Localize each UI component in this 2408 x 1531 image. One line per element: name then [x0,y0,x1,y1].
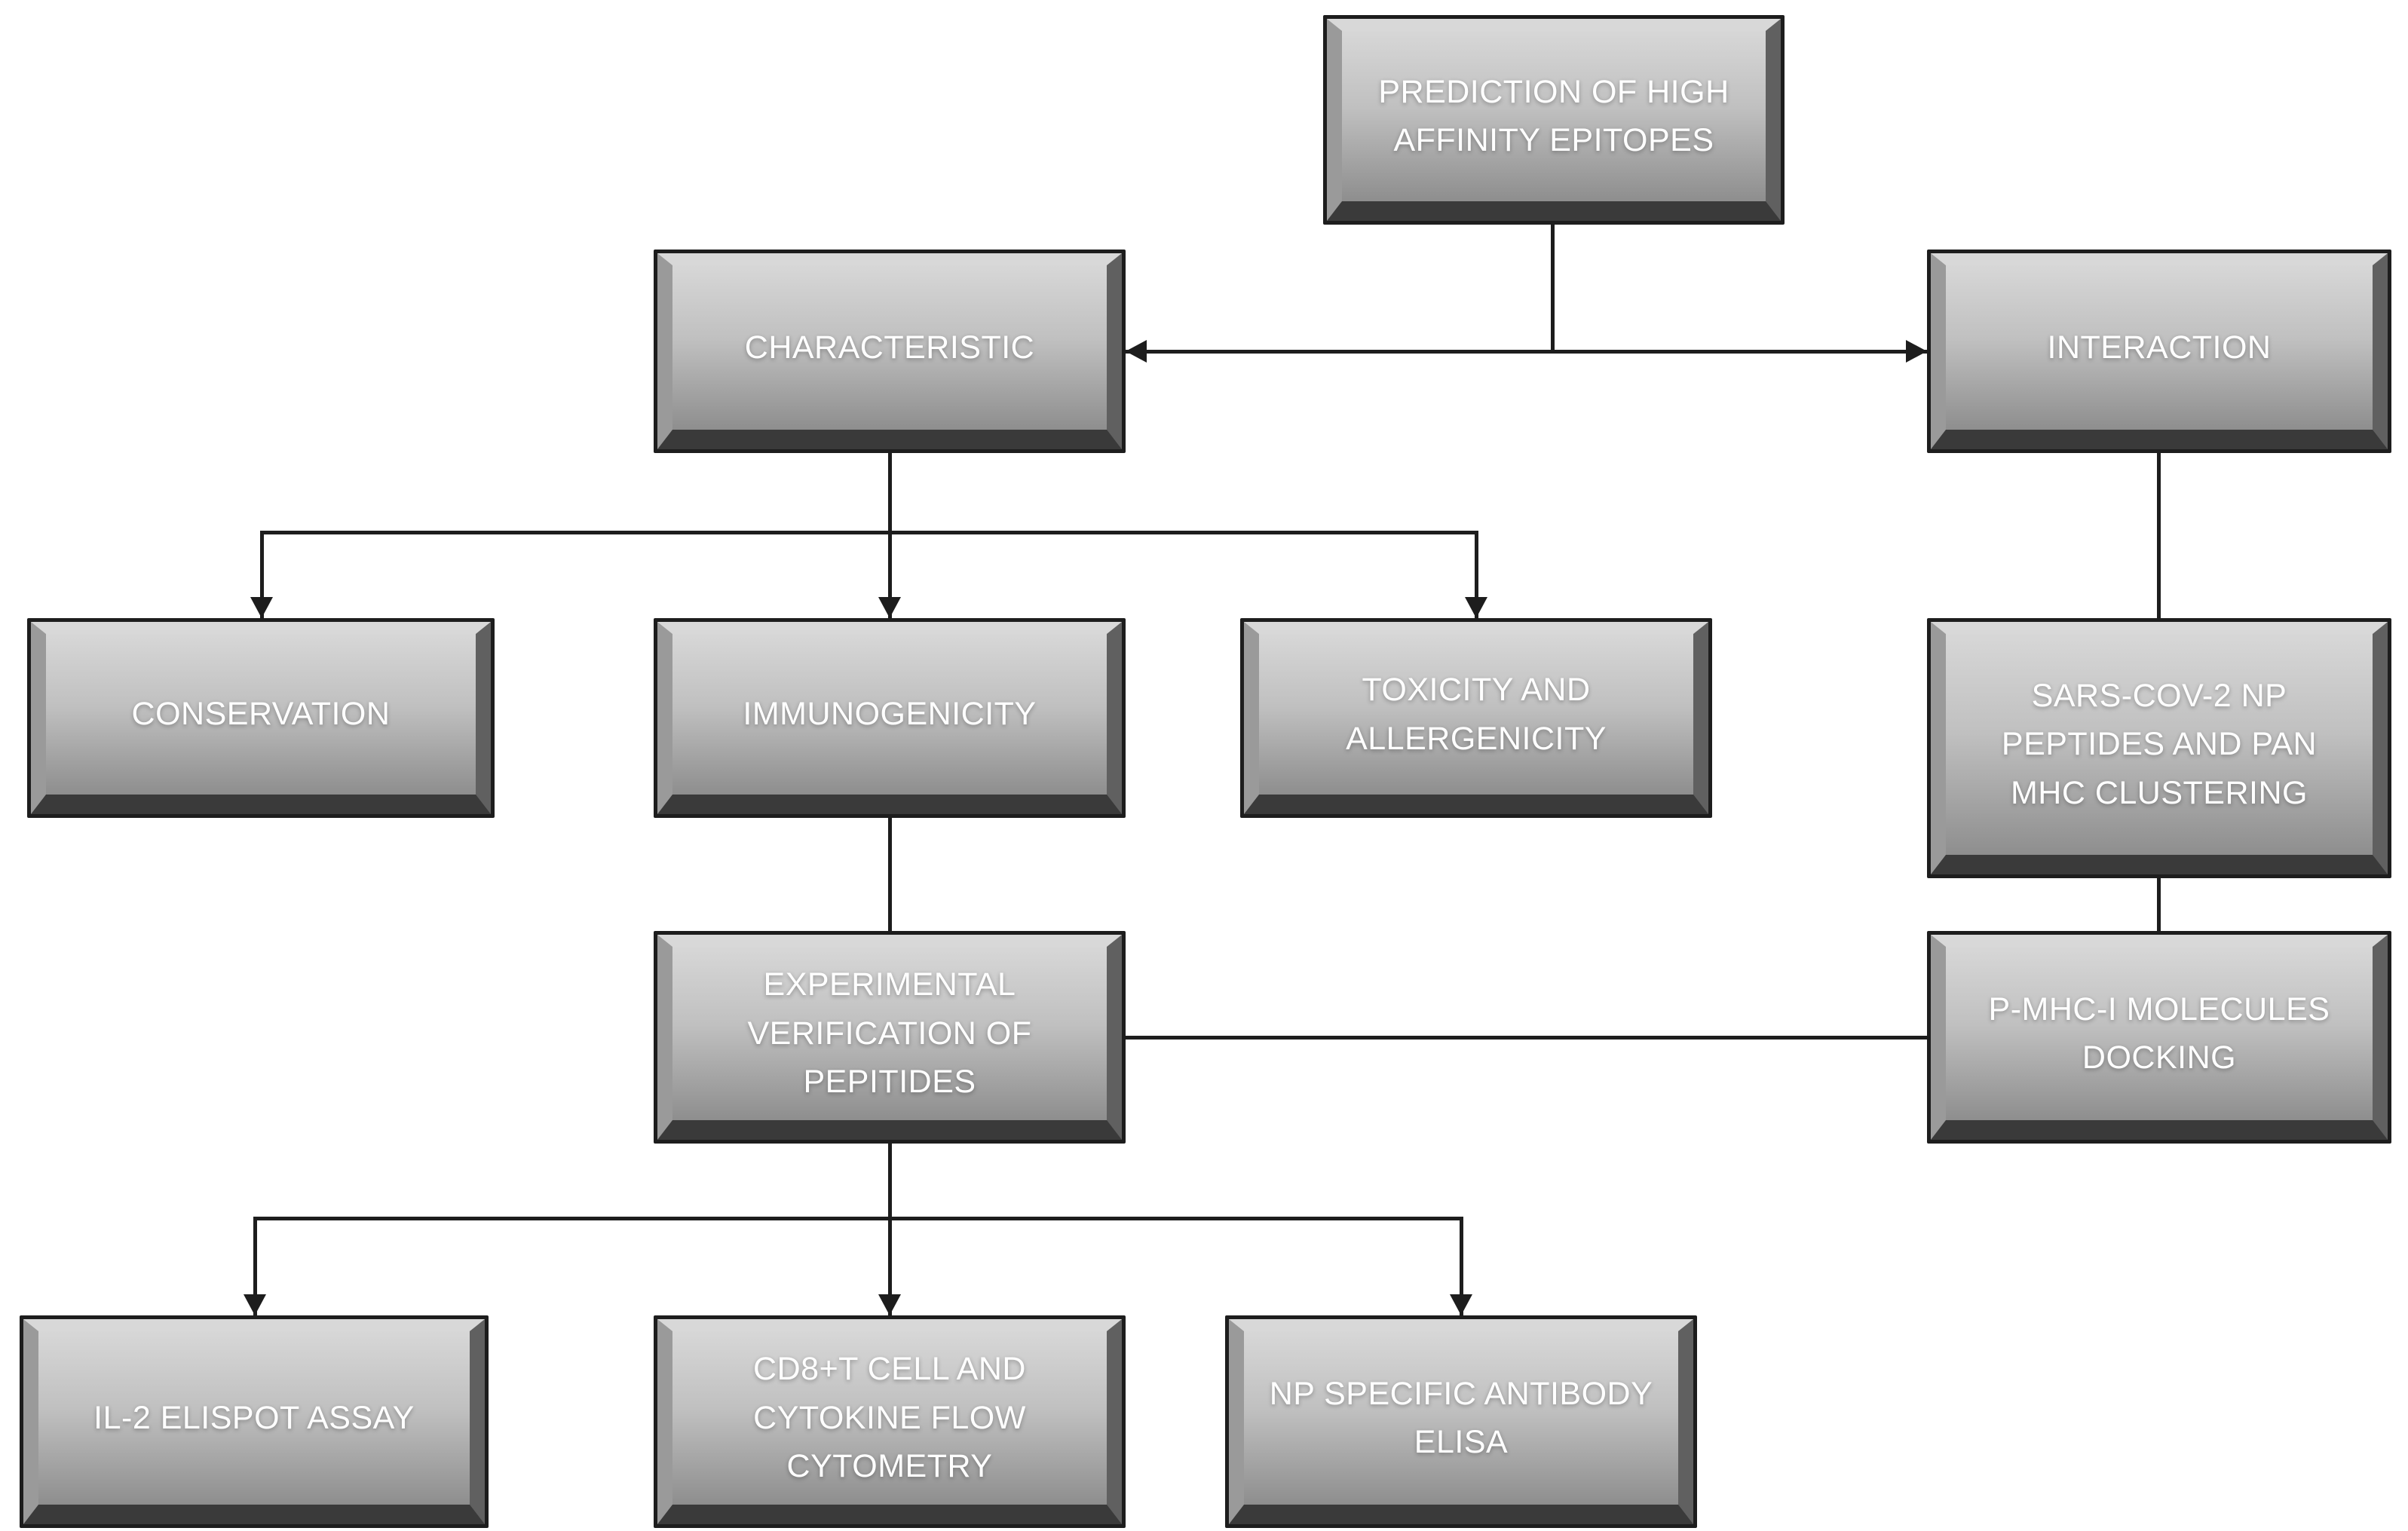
node-characteristic-label: CHARACTERISTIC [744,329,1035,366]
node-pmhc-docking: P-MHC-I MOLECULES DOCKING [1927,931,2391,1144]
edge-to-conservation-vline [260,531,264,618]
node-conservation-label: CONSERVATION [131,696,391,733]
node-conservation: CONSERVATION [27,618,495,818]
arrowhead-into-conservation [250,597,273,618]
node-prediction: PREDICTION OF HIGH AFFINITY EPITOPES [1323,15,1785,225]
edge-sars-to-pmhc-vline [2157,878,2161,931]
arrowhead-into-cd8-cytometry [878,1294,901,1315]
node-frame: TOXICITY AND ALLERGENICITY [1244,622,1708,814]
node-frame: CONSERVATION [31,622,491,814]
node-frame: IL-2 ELISPOT ASSAY [23,1319,485,1524]
node-face: IL-2 ELISPOT ASSAY [38,1331,470,1505]
node-frame: IMMUNOGENICITY [657,622,1122,814]
node-frame: SARS-COV-2 NP PEPTIDES AND PAN MHC CLUST… [1931,622,2388,874]
node-frame: CHARACTERISTIC [657,253,1122,449]
node-cd8-cytometry-label: CD8+T CELL AND CYTOKINE FLOW CYTOMETRY [753,1351,1026,1485]
node-np-elisa: NP SPECIFIC ANTIBODY ELISA [1225,1315,1697,1528]
node-immunogenicity: IMMUNOGENICITY [654,618,1126,818]
arrowhead-into-il2-elispot [244,1294,266,1315]
node-face: CONSERVATION [46,634,476,795]
node-frame: EXPERIMENTAL VERIFICATION OF PEPITIDES [657,935,1122,1140]
node-cd8-cytometry: CD8+T CELL AND CYTOKINE FLOW CYTOMETRY [654,1315,1126,1528]
edge-immunogenicity-to-experimental-vline [888,818,892,931]
edge-prediction-stem-vline [1551,225,1555,351]
node-face: IMMUNOGENICITY [672,634,1107,795]
arrowhead-into-interaction [1906,340,1927,363]
edge-pmhc-to-experimental-hline [1126,1036,1927,1040]
node-np-elisa-label: NP SPECIFIC ANTIBODY ELISA [1269,1375,1653,1461]
node-prediction-label: PREDICTION OF HIGH AFFINITY EPITOPES [1378,73,1729,159]
arrowhead-into-np-elisa [1450,1294,1472,1315]
node-immunogenicity-label: IMMUNOGENICITY [743,696,1037,733]
edge-characteristic-split-hline [262,531,1478,534]
node-interaction-label: INTERACTION [2047,329,2272,366]
node-face: EXPERIMENTAL VERIFICATION OF PEPITIDES [672,947,1107,1120]
node-experimental: EXPERIMENTAL VERIFICATION OF PEPITIDES [654,931,1126,1144]
edge-to-toxicity-vline [1475,531,1478,618]
node-il2-elispot-label: IL-2 ELISPOT ASSAY [93,1399,415,1436]
edge-to-np-elisa-vline [1460,1217,1463,1315]
node-face: CD8+T CELL AND CYTOKINE FLOW CYTOMETRY [672,1331,1107,1505]
node-il2-elispot: IL-2 ELISPOT ASSAY [20,1315,489,1528]
edge-to-il2-vline [253,1217,257,1315]
node-face: INTERACTION [1946,265,2373,430]
node-frame: P-MHC-I MOLECULES DOCKING [1931,935,2388,1140]
node-face: SARS-COV-2 NP PEPTIDES AND PAN MHC CLUST… [1946,634,2373,855]
edge-experimental-stem-vline [888,1144,892,1315]
node-frame: INTERACTION [1931,253,2388,449]
edge-interaction-to-sars-vline [2157,453,2161,618]
node-face: PREDICTION OF HIGH AFFINITY EPITOPES [1342,31,1766,201]
arrowhead-into-toxicity [1465,597,1487,618]
node-sars-clustering: SARS-COV-2 NP PEPTIDES AND PAN MHC CLUST… [1927,618,2391,878]
arrowhead-into-characteristic [1126,340,1147,363]
node-face: P-MHC-I MOLECULES DOCKING [1946,947,2373,1120]
node-sars-clustering-label: SARS-COV-2 NP PEPTIDES AND PAN MHC CLUST… [2001,677,2318,811]
node-characteristic: CHARACTERISTIC [654,250,1126,453]
edge-prediction-split-hline [1126,350,1927,354]
node-frame: NP SPECIFIC ANTIBODY ELISA [1229,1319,1693,1524]
node-frame: PREDICTION OF HIGH AFFINITY EPITOPES [1327,19,1781,221]
node-face: TOXICITY AND ALLERGENICITY [1259,634,1693,795]
edge-experimental-split-hline [255,1217,1461,1220]
node-pmhc-docking-label: P-MHC-I MOLECULES DOCKING [1988,991,2330,1076]
arrowhead-into-immunogenicity [878,597,901,618]
edge-characteristic-stem-vline [888,453,892,618]
node-face: CHARACTERISTIC [672,265,1107,430]
node-face: NP SPECIFIC ANTIBODY ELISA [1244,1331,1678,1505]
node-toxicity-label: TOXICITY AND ALLERGENICITY [1346,672,1607,757]
node-experimental-label: EXPERIMENTAL VERIFICATION OF PEPITIDES [747,966,1032,1101]
node-interaction: INTERACTION [1927,250,2391,453]
node-toxicity: TOXICITY AND ALLERGENICITY [1240,618,1712,818]
node-frame: CD8+T CELL AND CYTOKINE FLOW CYTOMETRY [657,1319,1122,1524]
